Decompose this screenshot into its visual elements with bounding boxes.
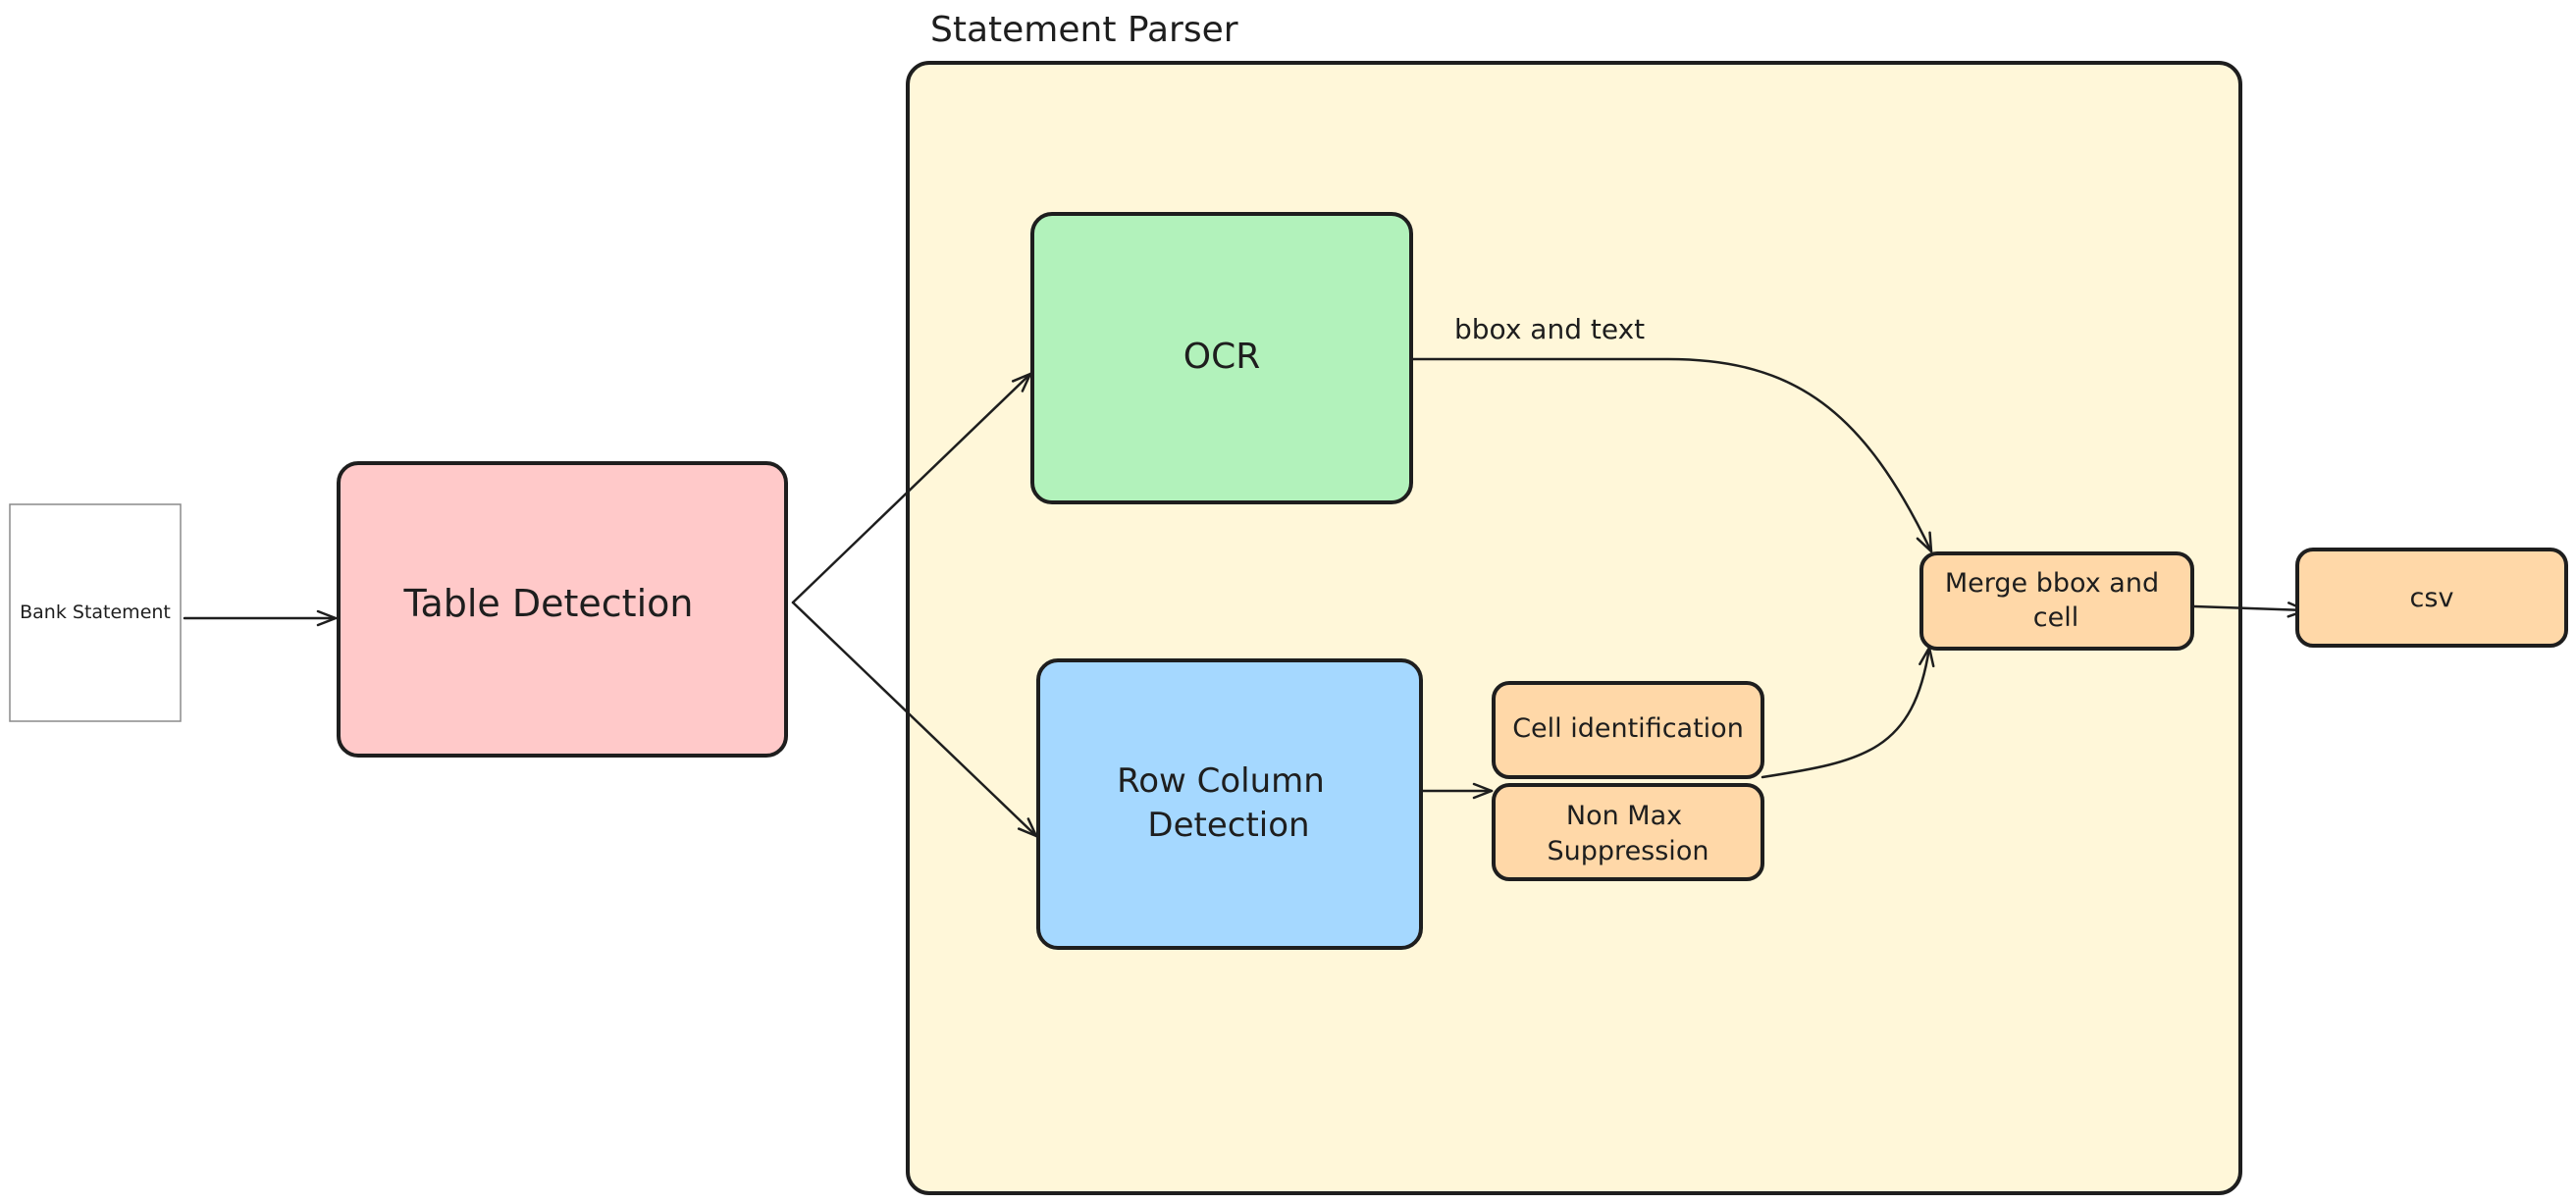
non-max-suppression-box xyxy=(1492,783,1764,881)
merge-bbox-and-cell-box xyxy=(1919,551,2194,651)
csv-box xyxy=(2295,548,2568,648)
edge-cell-identification-to-merge xyxy=(1761,646,1935,779)
node-csv: csv xyxy=(2295,548,2568,648)
node-table-detection: Table Detection xyxy=(337,461,788,758)
cell-identification-box xyxy=(1492,681,1764,779)
row-column-detection-box xyxy=(1036,658,1423,950)
row-column-detection-label-line-2: Detection xyxy=(1147,806,1309,845)
edge-label-bbox-and-text: bbox and text xyxy=(1454,313,1645,345)
statement-parser-title: Statement Parser xyxy=(930,10,1238,50)
cell-identification-label: Cell identification xyxy=(1512,713,1744,744)
csv-label: csv xyxy=(2410,583,2454,613)
non-max-suppression-label-line-1: Non Max xyxy=(1566,801,1682,831)
edge-table-detection-to-row-column xyxy=(791,601,1038,838)
merge-bbox-and-cell-label-line-1: Merge bbox and xyxy=(1945,568,2159,599)
table-detection-label: Table Detection xyxy=(403,582,694,625)
edge-ocr-to-merge xyxy=(1411,357,1933,553)
merge-bbox-and-cell-label-line-2: cell xyxy=(2033,602,2078,633)
edge-merge-to-csv xyxy=(2192,602,2308,618)
node-row-column-detection: Row Column Detection xyxy=(1036,658,1423,950)
node-merge-bbox-and-cell: Merge bbox and cell xyxy=(1919,551,2194,651)
node-cell-identification: Cell identification xyxy=(1492,681,1764,779)
node-ocr: OCR xyxy=(1030,212,1413,504)
node-non-max-suppression: Non Max Suppression xyxy=(1492,783,1764,881)
ocr-label: OCR xyxy=(1183,337,1261,377)
bank-statement-label: Bank Statement xyxy=(20,602,171,623)
row-column-detection-label-line-1: Row Column xyxy=(1117,761,1325,801)
edges xyxy=(183,357,2308,838)
table-detection-box xyxy=(337,461,788,758)
bank-statement-document-icon xyxy=(9,503,182,722)
node-bank-statement: Bank Statement xyxy=(9,503,182,722)
edge-table-detection-to-ocr xyxy=(791,372,1032,604)
ocr-box xyxy=(1030,212,1413,504)
non-max-suppression-label-line-2: Suppression xyxy=(1548,836,1709,866)
